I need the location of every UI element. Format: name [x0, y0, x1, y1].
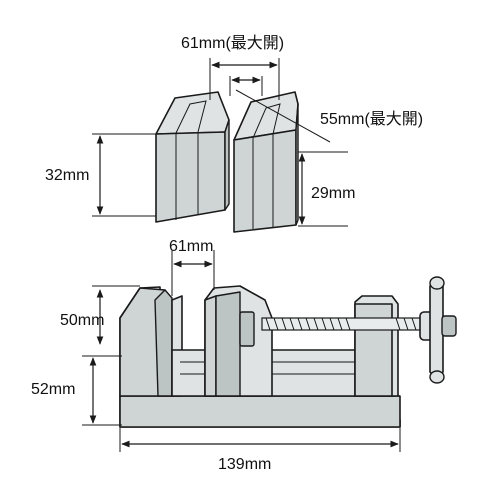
- label-groove-max-open: 55mm(最大開): [320, 110, 423, 128]
- left-jaw-plate: [155, 91, 230, 223]
- label-jaw-above-base: 50mm: [60, 312, 104, 329]
- dimension-base-height: 52mm: [31, 355, 122, 426]
- dimension-jaw-width: 61mm: [169, 238, 215, 296]
- label-base-height: 52mm: [31, 381, 75, 398]
- dimension-total-length: 139mm: [119, 428, 401, 473]
- dimension-groove-max-open: 55mm(最大開): [235, 89, 423, 143]
- label-groove-height: 29mm: [311, 185, 355, 202]
- dimension-jaw-above-base: 50mm: [60, 285, 140, 345]
- label-jaw-max-open: 61mm(最大開): [181, 34, 284, 52]
- dimension-jaw-max-open: 61mm(最大開): [181, 34, 284, 100]
- vise-body: [119, 285, 401, 428]
- lead-screw: [261, 317, 433, 331]
- dimension-groove-height: 29mm: [298, 151, 355, 227]
- dimension-jaw-height: 32mm: [45, 133, 156, 217]
- right-jaw-plate: [233, 91, 299, 233]
- t-handle: [419, 276, 457, 384]
- label-jaw-width: 61mm: [169, 238, 213, 255]
- label-total-length: 139mm: [218, 456, 271, 473]
- label-jaw-height: 32mm: [45, 167, 89, 184]
